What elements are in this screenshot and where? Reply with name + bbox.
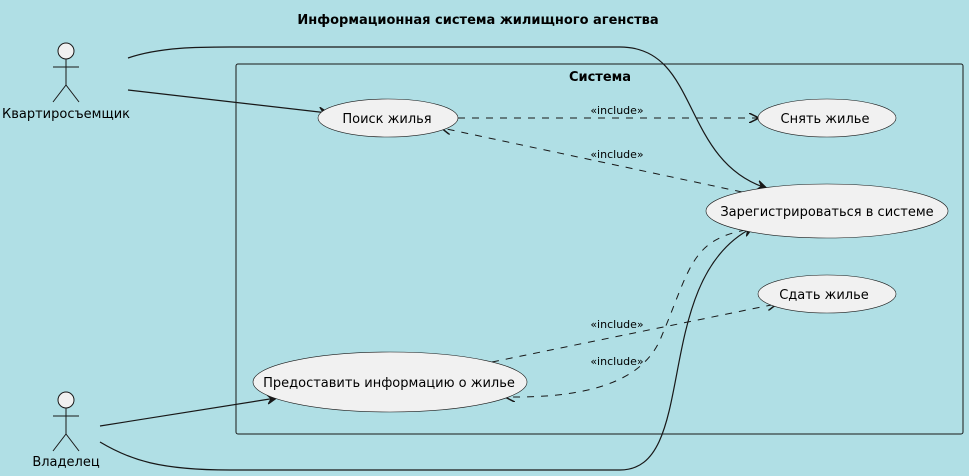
assoc-tenant-register — [127, 46, 766, 188]
actor-owner-label: Владелец — [32, 455, 99, 470]
include-provide-let — [491, 304, 776, 363]
actor-tenant: Квартиросъемщик — [2, 42, 130, 122]
usecase-search-label: Поиск жилья — [342, 112, 431, 127]
include-label: «include» — [590, 355, 643, 368]
actor-owner-head — [57, 391, 75, 409]
include-label: «include» — [590, 148, 643, 161]
actor-owner: Владелец — [32, 391, 100, 470]
assoc-owner-register — [99, 228, 752, 471]
usecase-register-label: Зарегистрироваться в системе — [720, 205, 933, 220]
usecase-provide-label: Предоставить информацию о жилье — [263, 376, 515, 391]
usecase-register: Зарегистрироваться в системе — [705, 183, 949, 239]
assoc-owner-provide — [99, 398, 276, 427]
usecase-rent-label: Снять жилье — [781, 112, 870, 127]
system-label: Система — [569, 70, 631, 85]
usecase-provide: Предоставить информацию о жилье — [252, 351, 528, 413]
system-boundary — [235, 63, 964, 435]
actor-tenant-label: Квартиросъемщик — [2, 107, 130, 122]
usecase-let: Сдать жилье — [757, 274, 897, 314]
usecase-search: Поиск жилья — [317, 98, 459, 138]
include-register-search — [442, 128, 743, 193]
usecase-rent: Снять жилье — [757, 98, 897, 138]
include-register-provide — [506, 229, 747, 397]
diagram-title: Информационная система жилищного агенств… — [297, 13, 658, 28]
assoc-tenant-search — [127, 89, 328, 113]
usecase-let-label: Сдать жилье — [779, 288, 869, 303]
include-label: «include» — [590, 318, 643, 331]
include-label: «include» — [590, 104, 643, 117]
actor-tenant-head — [57, 42, 75, 60]
